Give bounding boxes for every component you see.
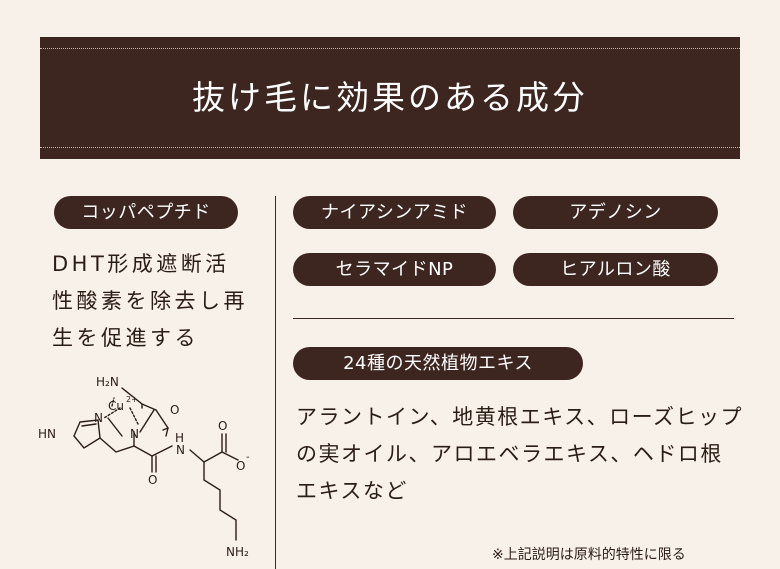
copper-peptide-structure-diagram: H₂N Cu 2+ N O HN N H N O O O - NH₂ bbox=[38, 375, 250, 559]
atom-label: N bbox=[176, 443, 185, 457]
ingredient-badge-plant-extracts: 24種の天然植物エキス bbox=[293, 347, 583, 380]
ingredient-badge-hyaluronic-acid: ヒアルロン酸 bbox=[513, 253, 718, 286]
ingredient-badge-adenosine: アデノシン bbox=[513, 196, 718, 229]
disclaimer-note: ※上記説明は原料的特性に限る bbox=[492, 547, 686, 563]
atom-label: H₂N bbox=[96, 375, 119, 389]
description-line: の実オイル、アロエベラエキス、ヘドロ根 bbox=[296, 442, 723, 466]
atom-label: Cu bbox=[108, 399, 124, 413]
page-title: 抜け毛に効果のある成分 bbox=[192, 78, 588, 117]
atom-label: N bbox=[130, 427, 139, 441]
plant-extracts-description: アラントイン、地黄根エキス、ローズヒップ の実オイル、アロエベラエキス、ヘドロ根… bbox=[296, 399, 746, 510]
atom-label: - bbox=[246, 452, 250, 463]
description-line: DHT形成遮断活 bbox=[52, 252, 230, 276]
section-divider bbox=[293, 318, 734, 319]
atom-label: 2+ bbox=[126, 395, 138, 404]
atom-label: HN bbox=[38, 427, 56, 441]
atom-label: O bbox=[218, 419, 227, 433]
banner-bottom-dotted-line bbox=[40, 147, 740, 148]
atom-label: O bbox=[236, 459, 245, 473]
ingredient-badge-copper-peptide: コッパペプチド bbox=[54, 196, 238, 229]
description-line: アラントイン、地黄根エキス、ローズヒップ bbox=[296, 405, 744, 429]
atom-label: N bbox=[94, 411, 103, 425]
atom-label: NH₂ bbox=[226, 545, 249, 559]
description-line: 生を促進する bbox=[52, 326, 199, 350]
atom-label: O bbox=[148, 473, 157, 487]
atom-label: H bbox=[175, 431, 184, 445]
banner-top-dotted-line bbox=[40, 48, 740, 49]
description-line: エキスなど bbox=[296, 479, 408, 503]
ingredient-badge-niacinamide: ナイアシンアミド bbox=[293, 196, 496, 229]
copper-peptide-description: DHT形成遮断活 性酸素を除去し再 生を促進する bbox=[52, 246, 272, 357]
column-divider bbox=[275, 196, 276, 569]
title-banner: 抜け毛に効果のある成分 bbox=[40, 37, 740, 159]
ingredient-badge-ceramide-np: セラマイドNP bbox=[293, 253, 496, 286]
atom-label: O bbox=[170, 403, 179, 417]
description-line: 性酸素を除去し再 bbox=[52, 289, 248, 313]
